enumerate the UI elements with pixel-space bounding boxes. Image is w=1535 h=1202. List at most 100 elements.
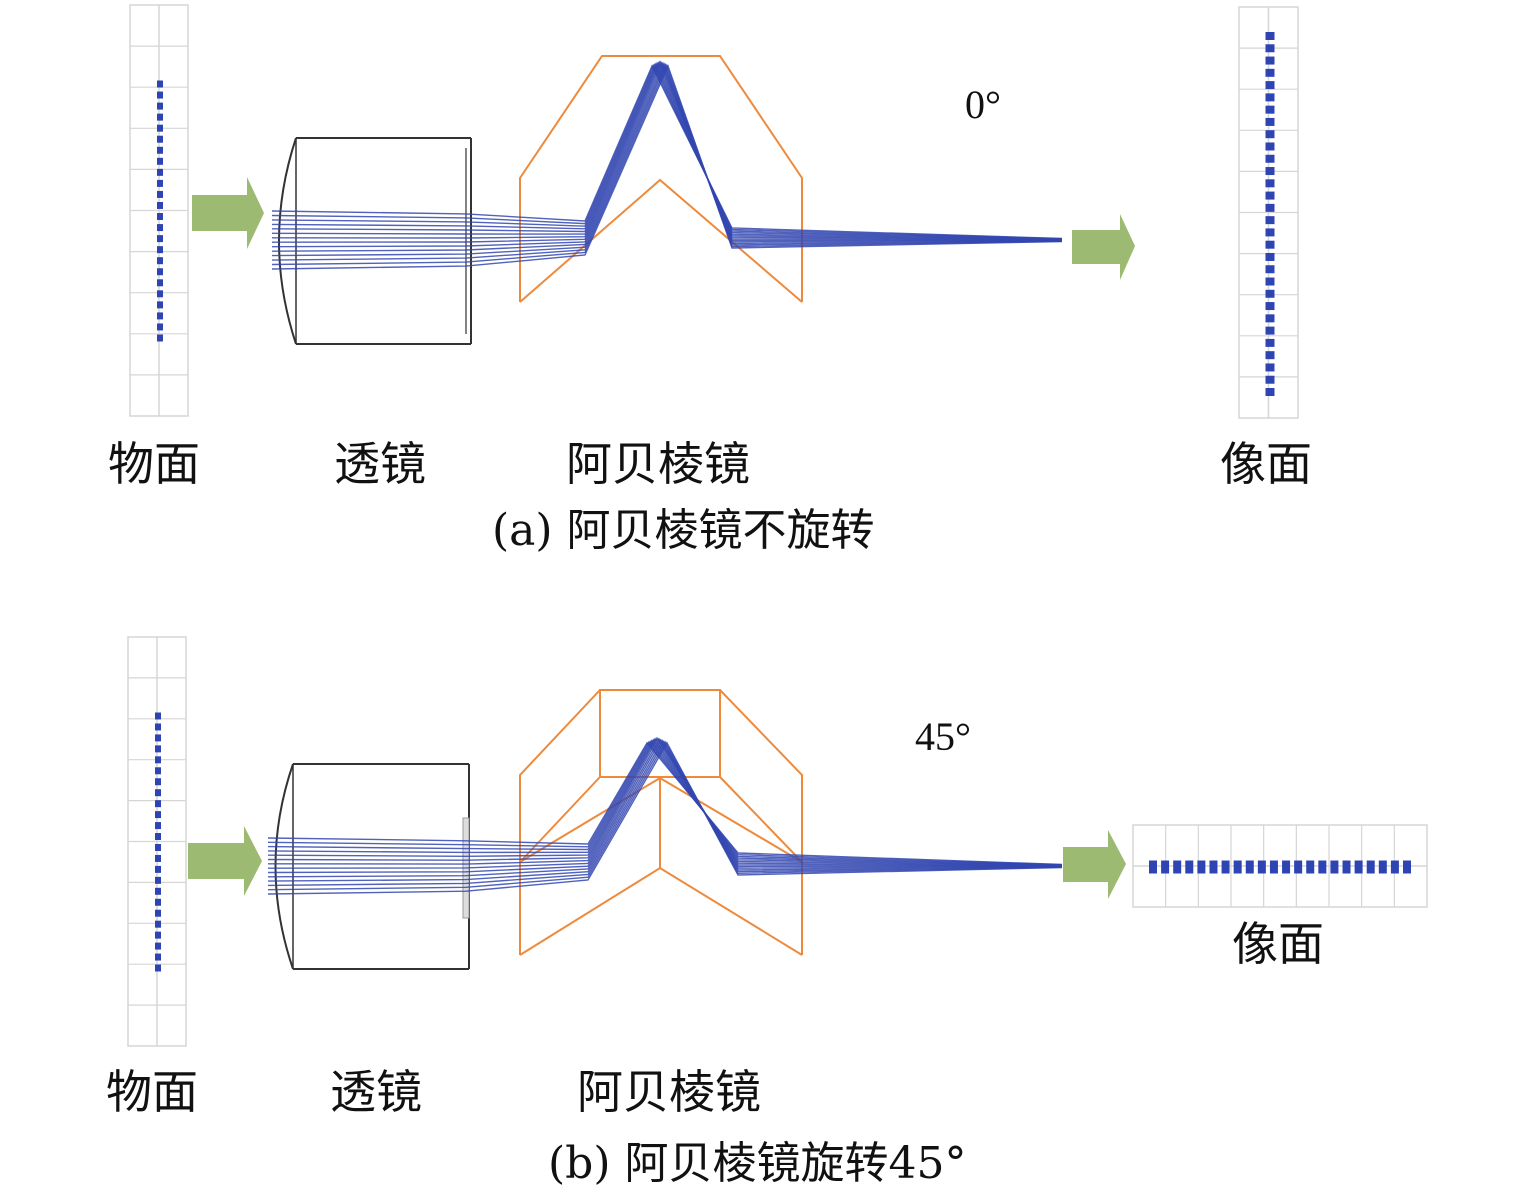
spot xyxy=(1221,860,1230,874)
spot xyxy=(157,157,163,165)
abbe-prism-a xyxy=(519,55,803,303)
spot xyxy=(1265,326,1275,335)
spot xyxy=(1378,860,1387,874)
spot xyxy=(157,257,163,265)
spot xyxy=(155,833,161,841)
spot xyxy=(1265,105,1275,114)
prism-label: 阿贝棱镜 xyxy=(566,437,750,491)
spot xyxy=(1265,240,1275,249)
spot xyxy=(1265,388,1275,396)
spot xyxy=(155,822,161,830)
spot xyxy=(1294,860,1303,874)
spot xyxy=(155,800,161,808)
panel-caption: (b) 阿贝棱镜旋转45° xyxy=(548,1138,966,1189)
spot xyxy=(1366,860,1375,874)
ray xyxy=(271,62,1063,261)
spot xyxy=(155,942,161,950)
spot xyxy=(155,756,161,764)
prism-outer-outline xyxy=(519,55,803,302)
spot xyxy=(1233,860,1242,874)
spot xyxy=(1265,363,1275,372)
ray xyxy=(271,63,1063,240)
spot xyxy=(1265,93,1275,102)
prism-label: 阿贝棱镜 xyxy=(577,1065,761,1119)
spot xyxy=(1265,228,1275,237)
spot xyxy=(157,224,163,232)
spot xyxy=(157,179,163,187)
spot xyxy=(155,778,161,786)
image-plane-spots xyxy=(1149,860,1411,874)
spot xyxy=(157,290,163,298)
spot xyxy=(157,334,163,342)
image-plane-label: 像面 xyxy=(1232,917,1324,971)
spot xyxy=(155,811,161,819)
spot xyxy=(157,124,163,132)
spot xyxy=(155,964,161,972)
spot xyxy=(155,909,161,917)
spot xyxy=(1390,860,1399,874)
ray xyxy=(271,64,1063,270)
spot xyxy=(155,876,161,884)
lens-label: 透镜 xyxy=(330,1065,422,1119)
ray xyxy=(271,63,1063,266)
spot xyxy=(1330,860,1339,874)
ray xyxy=(271,60,1063,243)
ray xyxy=(267,737,1063,869)
object-plane-grid xyxy=(129,4,189,417)
spot xyxy=(1265,252,1275,261)
ray xyxy=(271,61,1063,241)
spot xyxy=(157,301,163,309)
spot xyxy=(155,865,161,873)
spot xyxy=(157,146,163,154)
spot xyxy=(1265,265,1275,274)
spot xyxy=(157,323,163,331)
ray-lines xyxy=(271,60,1063,270)
spot xyxy=(1265,117,1275,126)
image-plane-label: 像面 xyxy=(1220,437,1312,491)
spot xyxy=(1265,167,1275,176)
ray xyxy=(267,738,1063,878)
spot xyxy=(1245,860,1254,874)
ray xyxy=(267,740,1063,891)
spot xyxy=(1354,860,1363,874)
spot xyxy=(157,312,163,320)
panel-caption: (a) 阿贝棱镜不旋转 xyxy=(492,505,875,556)
image-plane-spots xyxy=(1265,32,1275,396)
lens-front-surface xyxy=(274,763,294,970)
image-plane-b xyxy=(1132,824,1428,908)
spot xyxy=(157,135,163,143)
ray xyxy=(267,740,1063,866)
spot xyxy=(157,201,163,209)
spot xyxy=(157,213,163,221)
ray xyxy=(271,60,1063,241)
object-plane-spots xyxy=(155,712,161,972)
spot xyxy=(1265,81,1275,90)
spot xyxy=(1306,860,1315,874)
spot xyxy=(1265,302,1275,311)
panel-b: 45° 物面 透镜 阿贝棱镜 像面 (b) 阿贝棱镜旋转45° xyxy=(106,636,1428,1189)
lens-b xyxy=(274,763,470,970)
ray xyxy=(267,737,1063,874)
spot xyxy=(157,91,163,99)
spot xyxy=(155,887,161,895)
ray xyxy=(267,740,1063,866)
angle-label: 45° xyxy=(915,714,971,759)
spot xyxy=(1265,203,1275,212)
spot xyxy=(1265,375,1275,384)
prism-inner-roof xyxy=(519,866,803,956)
spot xyxy=(1342,860,1351,874)
spot xyxy=(1265,314,1275,323)
spot xyxy=(157,168,163,176)
spot xyxy=(157,102,163,110)
object-plane-b xyxy=(127,636,187,1047)
output-arrow xyxy=(1072,214,1135,280)
spot xyxy=(1209,860,1218,874)
spot xyxy=(157,279,163,287)
panel-a: 0° 物面 透镜 阿贝棱镜 像面 (a) 阿贝棱镜不旋转 xyxy=(108,4,1312,556)
ray xyxy=(271,63,1063,240)
ray xyxy=(271,62,1063,257)
lens-a xyxy=(278,137,472,345)
input-arrow xyxy=(192,177,264,249)
lens-front-surface xyxy=(278,137,297,345)
spot xyxy=(155,767,161,775)
